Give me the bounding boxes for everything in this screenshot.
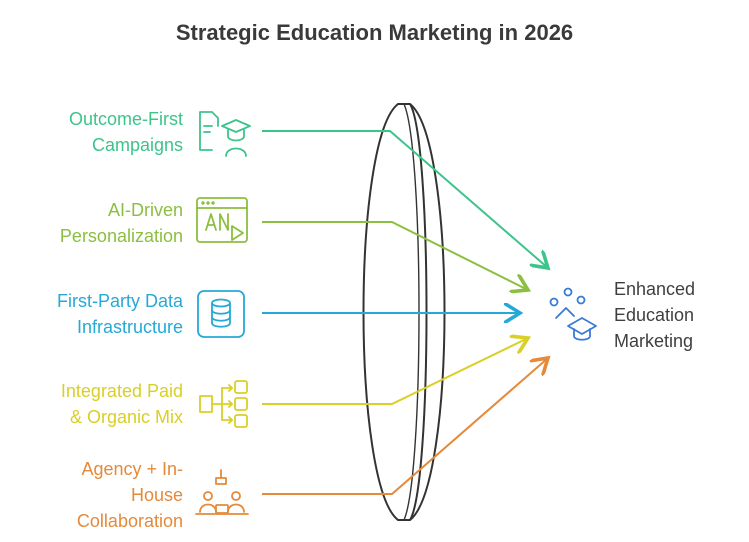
input-label-first-party-data: First-Party Data Infrastructure [56,291,183,337]
ai-window-icon [196,197,248,243]
diagram-title: Strategic Education Marketing in 2026 [175,20,574,45]
input-label-integrated-mix: Integrated Paid & Organic Mix [60,381,183,427]
arrow-outcome-first [262,130,548,268]
arrow-ai-driven [262,221,528,290]
input-label-ai-driven: AI-Driven Personalization [59,200,183,246]
database-icon [197,290,245,338]
input-label-outcome-first: Outcome-First Campaigns [68,109,183,155]
input-label-agency-collab: Agency + In- House Collaboration [76,459,183,531]
output-label: Enhanced Education Marketing [614,279,696,351]
arrow-integrated-mix [262,338,528,405]
flow-mix-icon [199,380,248,428]
arrow-agency-collab [262,358,548,495]
team-collaboration-icon [195,469,249,515]
graduate-document-icon [199,111,251,157]
education-cap-icon [549,287,597,341]
